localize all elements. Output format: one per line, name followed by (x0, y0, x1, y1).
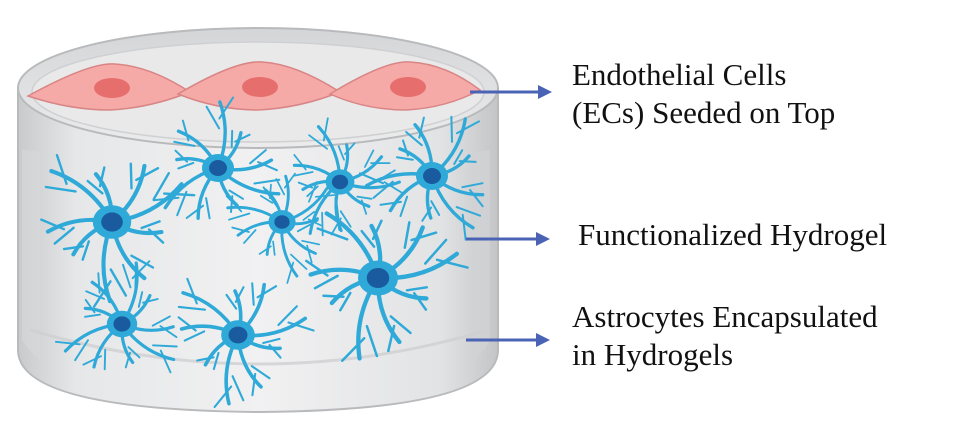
label-line: Functionalized Hydrogel (578, 216, 887, 254)
label-line: Endothelial Cells (572, 56, 835, 94)
label-line: (ECs) Seeded on Top (572, 94, 835, 132)
label-functionalized-hydrogel: Functionalized Hydrogel (578, 216, 887, 254)
label-line: Astrocytes Encapsulated (572, 298, 878, 336)
label-astrocytes: Astrocytes Encapsulated in Hydrogels (572, 298, 878, 374)
label-line: in Hydrogels (572, 336, 878, 374)
arrow-right-icon (536, 232, 550, 246)
arrow-right-icon (538, 85, 552, 99)
arrow-right-icon (536, 333, 550, 347)
label-endothelial-cells: Endothelial Cells (ECs) Seeded on Top (572, 56, 835, 132)
endothelial-cell-layer (28, 62, 480, 110)
